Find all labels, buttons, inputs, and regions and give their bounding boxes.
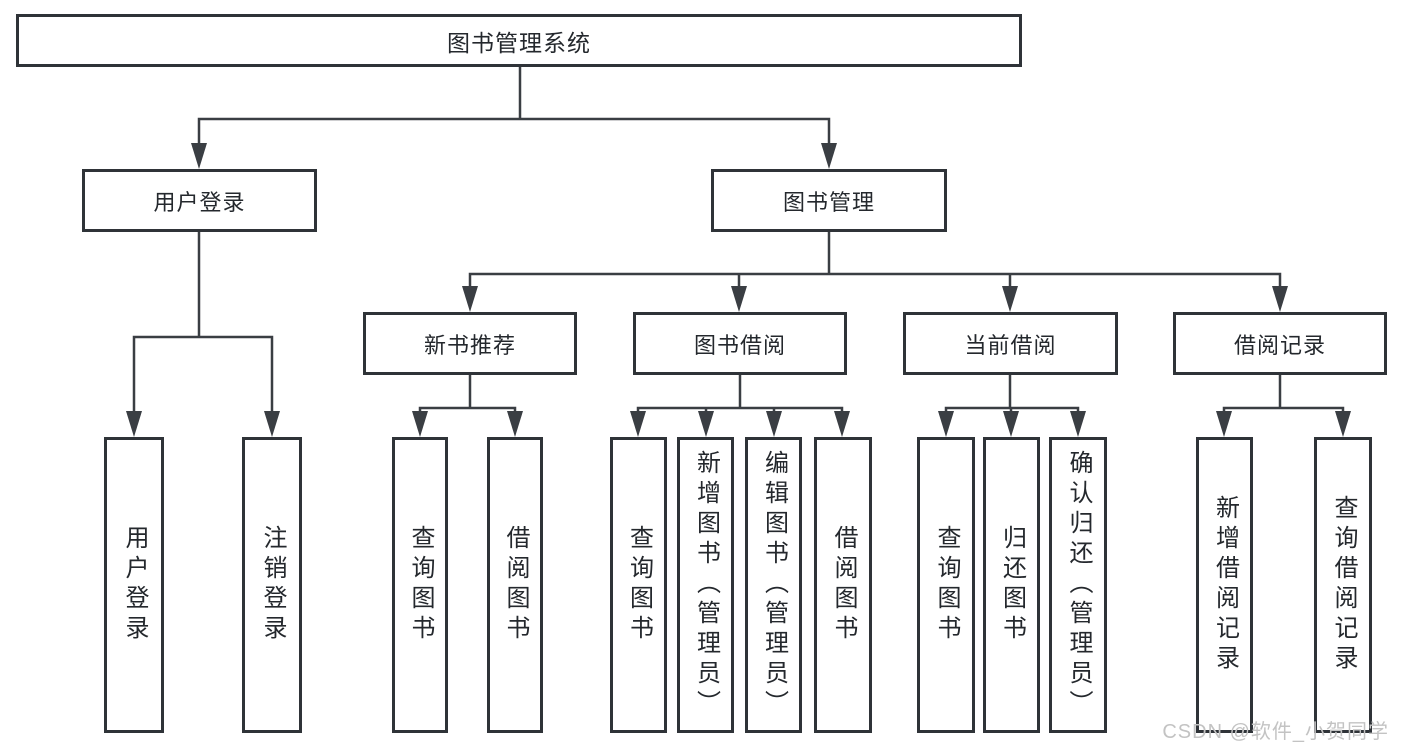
- leaf-borrowing-borrow-label: 借阅图书: [830, 525, 857, 645]
- node-user-login: 用户登录: [82, 169, 317, 232]
- leaf-records-query-label: 查询借阅记录: [1330, 495, 1357, 675]
- leaf-new-books-borrow: 借阅图书: [487, 437, 543, 733]
- node-new-books: 新书推荐: [363, 312, 577, 375]
- node-book-management-label: 图书管理: [782, 189, 875, 215]
- leaf-logout-label: 注销登录: [259, 525, 286, 645]
- leaf-records-query: 查询借阅记录: [1314, 437, 1372, 733]
- leaf-current-return-label: 归还图书: [998, 525, 1026, 645]
- leaf-current-query: 查询图书: [917, 437, 975, 733]
- leaf-new-books-borrow-label: 借阅图书: [502, 525, 529, 645]
- node-current-borrowing: 当前借阅: [903, 312, 1118, 375]
- leaf-borrowing-edit-label: 编辑图书（管理员）: [760, 450, 788, 720]
- leaf-logout: 注销登录: [242, 437, 302, 733]
- leaf-borrowing-borrow: 借阅图书: [814, 437, 872, 733]
- leaf-user-login: 用户登录: [104, 437, 164, 733]
- leaf-current-query-label: 查询图书: [933, 525, 960, 645]
- leaf-borrowing-query-label: 查询图书: [625, 525, 653, 645]
- node-root-label: 图书管理系统: [447, 29, 591, 56]
- leaf-records-add-label: 新增借阅记录: [1211, 495, 1239, 675]
- node-book-borrowing-label: 图书借阅: [693, 332, 786, 358]
- leaf-current-return: 归还图书: [983, 437, 1040, 733]
- node-new-books-label: 新书推荐: [423, 332, 516, 358]
- leaf-new-books-query-label: 查询图书: [407, 525, 434, 645]
- leaf-borrowing-add-label: 新增图书（管理员）: [692, 450, 720, 720]
- node-book-management: 图书管理: [711, 169, 947, 232]
- leaf-borrowing-add: 新增图书（管理员）: [677, 437, 734, 733]
- leaf-current-confirm: 确认归还（管理员）: [1049, 437, 1107, 733]
- node-book-borrowing: 图书借阅: [633, 312, 847, 375]
- node-borrow-records: 借阅记录: [1173, 312, 1387, 375]
- node-root: 图书管理系统: [16, 14, 1022, 67]
- leaf-borrowing-edit: 编辑图书（管理员）: [745, 437, 802, 733]
- leaf-user-login-label: 用户登录: [121, 525, 148, 645]
- node-user-login-label: 用户登录: [153, 189, 246, 215]
- leaf-records-add: 新增借阅记录: [1196, 437, 1253, 733]
- arrowheads: [126, 143, 1351, 437]
- leaf-current-confirm-label: 确认归还（管理员）: [1065, 450, 1092, 720]
- node-current-borrowing-label: 当前借阅: [964, 332, 1057, 358]
- node-borrow-records-label: 借阅记录: [1233, 332, 1326, 358]
- leaf-new-books-query: 查询图书: [392, 437, 448, 733]
- watermark: CSDN @软件_小贺同学: [1162, 721, 1389, 743]
- leaf-borrowing-query: 查询图书: [610, 437, 667, 733]
